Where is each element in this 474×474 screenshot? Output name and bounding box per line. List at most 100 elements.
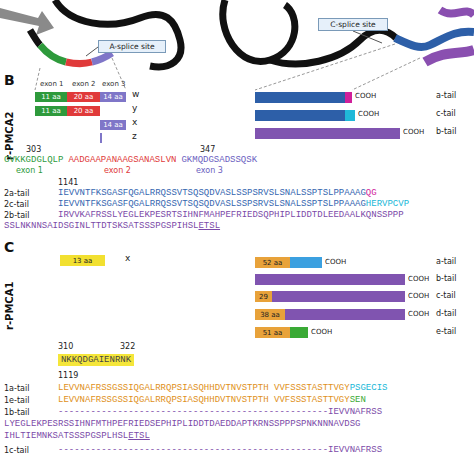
tail-ribbon: [395, 32, 474, 47]
sequence-text: QG: [366, 188, 377, 198]
segment-box: A-splice site: [98, 40, 166, 53]
label-line: 322: [120, 343, 135, 352]
sequence-text: ----------------------------------------…: [58, 445, 328, 455]
text-label: r-PMCA2: [4, 112, 15, 160]
text-label: exon 2: [104, 166, 131, 175]
protein-ribbon: [55, 0, 181, 67]
dashed-guide: [255, 44, 395, 90]
segment-text: 52 aa: [263, 259, 283, 267]
sequence-text: IEVVNAFRSS: [328, 407, 382, 417]
sequence-text: LYEGLEKPESRSSIHNFMTHPEFRIEDSEPHIPLIDDTDA…: [4, 419, 360, 429]
segment-text: 29: [259, 293, 268, 301]
text-label: COOH: [311, 328, 332, 336]
exon-segment: [92, 53, 112, 62]
label-line: a-tail: [436, 258, 456, 267]
leader-line: [86, 47, 98, 56]
text-label: x: [132, 117, 137, 127]
label-line: COOH: [408, 293, 429, 301]
segment-text: 51 aa: [263, 329, 283, 337]
arrow-shape: [0, 8, 54, 35]
text-label: COOH: [408, 275, 429, 283]
sequence-line: LYEGLEKPESRSSIHNFMTHPEFRIEDSEPHIPLIDDTDA…: [4, 420, 360, 430]
tail-bar: [255, 128, 400, 139]
text-label: COOH: [408, 310, 429, 318]
segment-box: 11 aa: [35, 106, 67, 116]
sequence-line: IRVVKAFRSSLYEGLEKPESRTSIHNFMAHPEFRIEDSQP…: [58, 211, 404, 221]
segment-box: 51 aa: [255, 327, 290, 338]
label-line: b-tail: [436, 275, 456, 284]
segment-text: 14 aa: [103, 93, 123, 101]
text-label: COOH: [355, 92, 376, 100]
text-label: 322: [120, 342, 135, 351]
label-line: w: [132, 90, 139, 100]
label-line: 347: [200, 146, 215, 155]
label-line: 1b-tail: [4, 409, 30, 418]
text-label: b-tail: [436, 127, 456, 136]
text-label: exon 3: [196, 166, 223, 175]
label-line: e-tail: [436, 328, 456, 337]
segment-box: 38 aa: [255, 309, 285, 320]
tail-end: [345, 110, 355, 121]
text-label: B: [4, 72, 15, 88]
text-label: 1c-tail: [4, 446, 29, 455]
sequence-line: IEVVNTFKSGASFQGALRRQSSVTSQSQDVASLSSPSRVS…: [58, 189, 377, 199]
text-label: a-tail: [436, 91, 456, 100]
sequence-text: SEN: [350, 395, 366, 405]
tail-end: [290, 327, 308, 338]
text-label: d-tail: [436, 309, 456, 318]
label-line: 2a-tail: [4, 190, 29, 199]
tail-end: [290, 257, 322, 268]
text-label: z: [132, 131, 137, 141]
text-label: 1119: [58, 371, 78, 380]
label-line: d-tail: [436, 310, 456, 319]
segment-text: 14 aa: [103, 121, 123, 129]
tail-bar: [255, 110, 345, 121]
leader-line: [353, 31, 382, 43]
label-line: c-tail: [436, 292, 456, 301]
label-line: exon 2: [104, 167, 131, 176]
segment-box: 13 aa: [60, 255, 105, 266]
label-line: c-tail: [436, 110, 456, 119]
text-label: e-tail: [436, 327, 456, 336]
text-label: r-PMCA1: [4, 282, 15, 330]
sequence-text: IHLTIEMNKSATSSSPGSPLHSL: [4, 431, 128, 441]
sequence-text: GKMQDGSADSSQSK: [181, 155, 257, 165]
text-label: x: [125, 253, 130, 263]
label-line: COOH: [403, 129, 424, 137]
label-line: COOH: [408, 276, 429, 284]
protein-ribbon: [223, 0, 295, 62]
dashed-guide: [352, 58, 420, 90]
segment-text: NKKQDGAIENRNK: [61, 355, 131, 365]
text-label: exon 1: [40, 80, 64, 88]
segment-box: 14 aa: [100, 92, 126, 102]
text-label: 2c-tail: [4, 200, 29, 209]
text-label: 1e-tail: [4, 396, 29, 405]
text-label: COOH: [325, 258, 346, 266]
segment-text: 11 aa: [41, 93, 61, 101]
text-label: COOH: [408, 292, 429, 300]
tail-bar: [272, 291, 405, 302]
text-label: exon 3: [102, 80, 126, 88]
sequence-text: SSLNKNNSAIDSGINLTTDTSKSATSSSPGSPIHSL: [4, 221, 198, 231]
segment-box: 52 aa: [255, 257, 290, 268]
label-line: COOH: [311, 329, 332, 337]
segment-text: A-splice site: [109, 42, 154, 51]
text-label: c-tail: [436, 109, 456, 118]
label-line: 1a-tail: [4, 385, 29, 394]
text-label: a-tail: [436, 257, 456, 266]
label-line: r-PMCA2: [4, 112, 15, 160]
label-line: exon 2: [72, 81, 96, 89]
sequence-text: ETSL: [128, 431, 150, 441]
text-label: 303: [26, 145, 41, 154]
segment-text: C-splice site: [330, 20, 375, 29]
label-line: a-tail: [436, 92, 456, 101]
sequence-line: LEVVNAFRSSGSSIQGALRRQPSIASQHHDVTNVSTPTH …: [58, 396, 366, 406]
label-line: 303: [26, 146, 41, 155]
segment-text: 20 aa: [74, 107, 94, 115]
sequence-text: GVKKGDGLQLP: [4, 155, 63, 165]
text-label: 2a-tail: [4, 189, 29, 198]
sequence-text: HERVPCVP: [366, 199, 409, 209]
label-line: exon 3: [196, 167, 223, 176]
segment-box: 14 aa: [100, 120, 126, 130]
